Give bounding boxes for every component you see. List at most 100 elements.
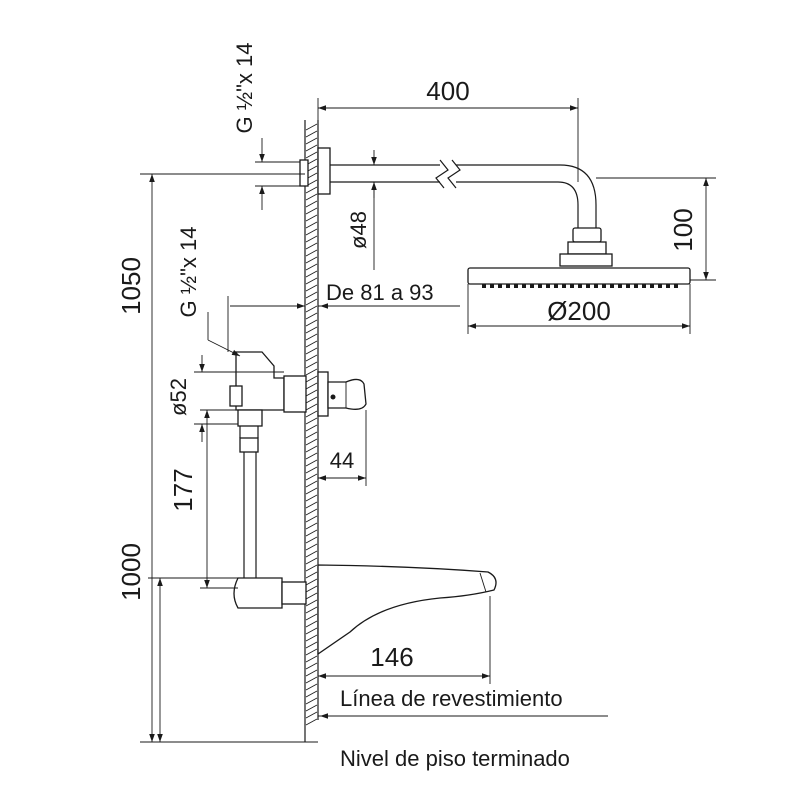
hatch-line <box>305 529 318 537</box>
hatch-line <box>305 200 318 208</box>
dim-spout-length: 146 <box>318 596 491 684</box>
hatch-line <box>305 711 318 719</box>
drop-label: 100 <box>668 208 698 251</box>
hatch-line <box>305 599 318 607</box>
hatch-line <box>305 662 318 670</box>
nozzle <box>522 284 526 288</box>
dim-spout-height: 1000 <box>116 543 238 742</box>
hatch-line <box>305 466 318 474</box>
hatch-line <box>305 473 318 481</box>
hatch-line <box>305 613 318 621</box>
nozzle <box>610 284 614 288</box>
hatch-line <box>305 487 318 495</box>
nozzle <box>650 284 654 288</box>
shower-arm <box>299 147 613 267</box>
hatch-line <box>305 207 318 215</box>
hatch-line <box>305 214 318 222</box>
hatch-line <box>305 655 318 663</box>
hatch-line <box>305 676 318 684</box>
nozzle <box>634 284 638 288</box>
hatch-line <box>305 228 318 236</box>
hatch-line <box>305 452 318 460</box>
finish-line-callout: Línea de revestimiento <box>318 686 608 719</box>
hatch-line <box>305 683 318 691</box>
hatch-line <box>305 641 318 649</box>
hatch-line <box>305 305 318 313</box>
nozzle <box>506 284 510 288</box>
hatch-line <box>305 571 318 579</box>
dim-400-label: 400 <box>426 76 469 106</box>
nozzle <box>642 284 646 288</box>
nozzle <box>514 284 518 288</box>
hatch-line <box>305 249 318 257</box>
thread-mid-label: G ½"x 14 <box>176 227 201 318</box>
riser-length-label: 177 <box>168 468 198 511</box>
arm-diameter-label: ø48 <box>346 211 371 249</box>
hatch-line <box>305 221 318 229</box>
nozzle <box>490 284 494 288</box>
hatch-line <box>305 697 318 705</box>
thread-top-label: G ½"x 14 <box>232 43 257 134</box>
nozzle <box>626 284 630 288</box>
hatch-line <box>305 186 318 194</box>
finish-line-label: Línea de revestimiento <box>340 686 563 711</box>
dim-thread-top: G ½"x 14 <box>232 43 300 210</box>
hatch-line <box>305 375 318 383</box>
nozzle <box>586 284 590 288</box>
hatch-line <box>305 515 318 523</box>
hatch-line <box>305 438 318 446</box>
hatch-line <box>305 151 318 159</box>
hatch-line <box>305 536 318 544</box>
dim-arm-diameter: ø48 <box>346 150 377 270</box>
hatch-line <box>305 508 318 516</box>
hatch-line <box>305 389 318 397</box>
hatch-line <box>305 137 318 145</box>
floor-level-callout: Nivel de piso terminado <box>140 741 570 771</box>
dim-handle-projection: 44 <box>318 410 367 486</box>
hatch-line <box>305 396 318 404</box>
hatch-line <box>305 340 318 348</box>
spout-height-label: 1000 <box>116 543 146 601</box>
hatch-line <box>305 368 318 376</box>
hatch-line <box>305 431 318 439</box>
hatch-line <box>305 319 318 327</box>
hatch-line <box>305 718 318 726</box>
dim-arm-length: 400 <box>317 76 579 182</box>
hatch-line <box>305 284 318 292</box>
hatch-line <box>305 144 318 152</box>
wall-range-label: De 81 a 93 <box>326 280 434 305</box>
hatch-line <box>305 242 318 250</box>
nozzle <box>482 284 486 288</box>
shower-head <box>467 267 691 288</box>
hatch-line <box>305 704 318 712</box>
hatch-line <box>305 403 318 411</box>
hatch-line <box>305 263 318 271</box>
nozzle <box>674 284 678 288</box>
hatch-line <box>305 592 318 600</box>
hatch-line <box>305 585 318 593</box>
floor-level-label: Nivel de piso terminado <box>340 746 570 771</box>
hatch-line <box>305 620 318 628</box>
hatch-line <box>305 277 318 285</box>
nozzle <box>562 284 566 288</box>
head-diameter-label: Ø200 <box>547 296 611 326</box>
valve-diameter-label: ø52 <box>166 378 191 416</box>
hatch-line <box>305 291 318 299</box>
nozzle <box>658 284 662 288</box>
dim-total-height: 1050 <box>116 173 305 742</box>
total-height-label: 1050 <box>116 257 146 315</box>
hatch-line <box>305 494 318 502</box>
wall-hatching <box>305 123 318 726</box>
nozzle <box>570 284 574 288</box>
shower-head-nozzles <box>482 284 678 288</box>
hatch-line <box>305 501 318 509</box>
hatch-line <box>305 312 318 320</box>
hatch-line <box>305 480 318 488</box>
spout-length-label: 146 <box>370 642 413 672</box>
hatch-line <box>305 543 318 551</box>
hatch-line <box>305 326 318 334</box>
dim-head-diameter: Ø200 <box>467 284 691 334</box>
nozzle <box>530 284 534 288</box>
hatch-line <box>305 354 318 362</box>
